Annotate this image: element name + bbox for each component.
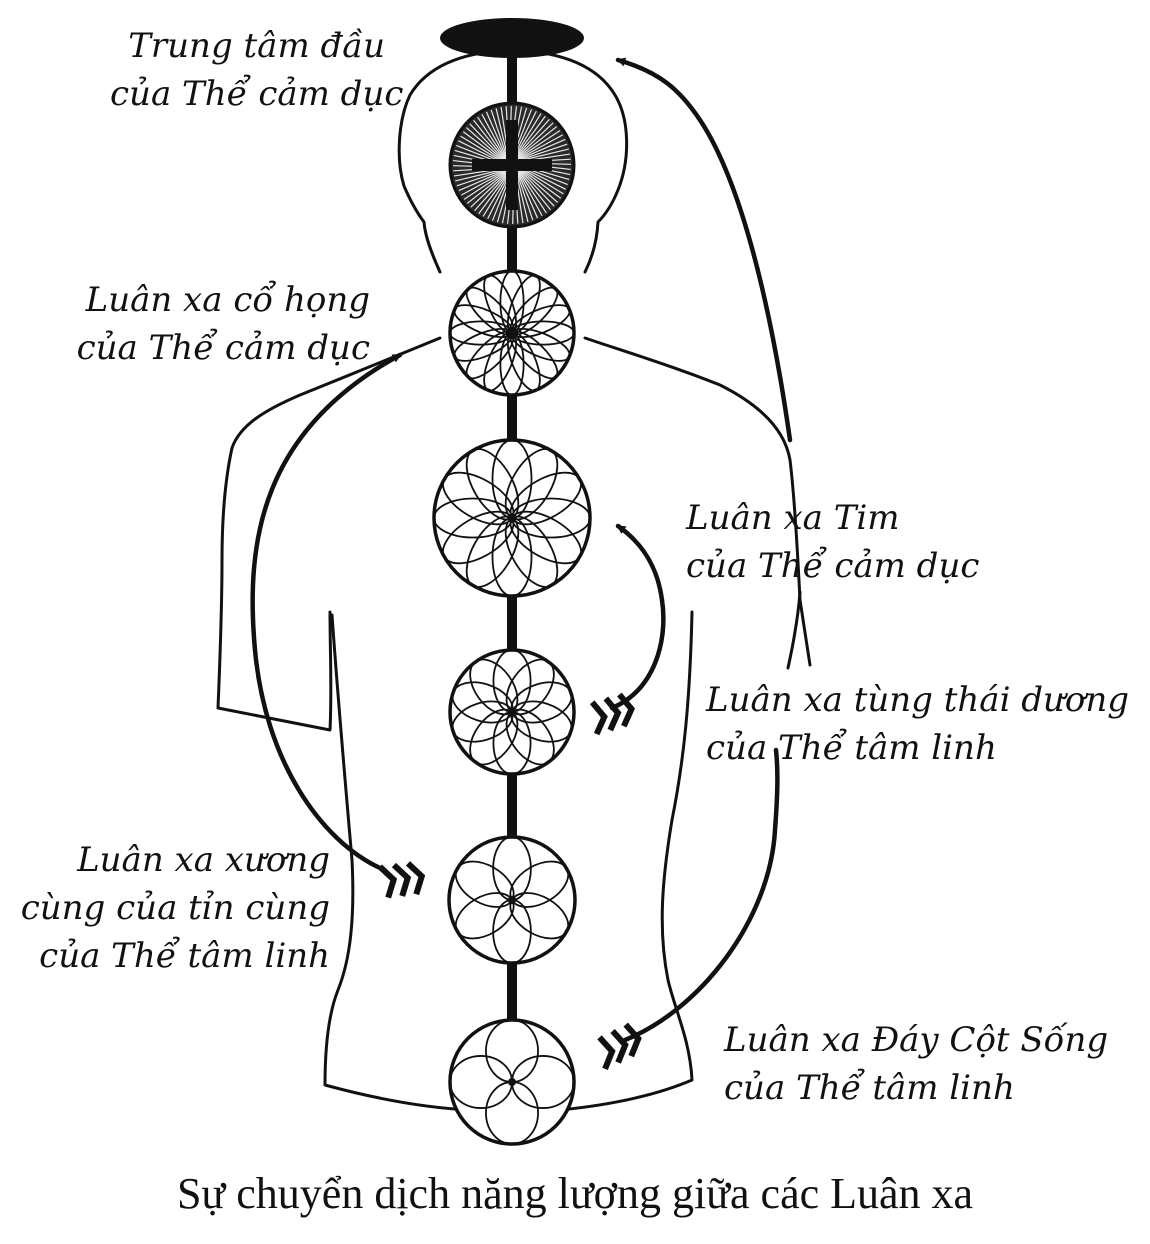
label-throat-line1: Luân xa cổ họng <box>85 280 370 320</box>
chakra-ray <box>473 119 506 161</box>
chakra-ray <box>466 171 508 204</box>
chakra-ray <box>516 171 534 221</box>
chakra-ray <box>516 130 561 160</box>
body-outline <box>216 48 812 1112</box>
arrow-sacral-to-throat <box>250 352 403 871</box>
chakra-ray <box>470 171 509 208</box>
chakra-cross <box>472 120 552 210</box>
right-torso-outline <box>558 610 694 1112</box>
chakra-disc <box>440 18 584 58</box>
chakra-ray <box>485 111 508 160</box>
chakra-ray <box>460 135 505 164</box>
label-throat-line2: của Thể cảm dục <box>76 328 370 368</box>
diagram-caption: Sự chuyển dịch năng lượng giữa các Luân … <box>176 1169 974 1218</box>
left-shoulder-outline <box>216 336 442 732</box>
chakra-center <box>508 1078 516 1086</box>
label-base-line2: của Thể tâm linh <box>724 1068 1015 1108</box>
label-heart: Luân xa Tim của Thể cảm dục <box>686 494 979 590</box>
label-sacral-line3: của Thể tâm linh <box>39 936 330 976</box>
label-head-center: Trung tâm đầu của Thể cảm dục <box>110 22 404 118</box>
chakra-ray <box>518 143 568 161</box>
chakra-ray <box>478 172 510 215</box>
chakra-center <box>508 514 516 522</box>
label-solar-plexus: Luân xa tùng thái dương của Thể tâm linh <box>706 676 1129 772</box>
chakra-center <box>508 708 516 716</box>
chakra-ray <box>481 113 507 160</box>
right-shoulder-outline <box>583 336 812 667</box>
chakra-solar-plexus <box>448 648 576 776</box>
chakra-ray <box>517 170 543 217</box>
tail-sacral <box>377 861 426 899</box>
tail-solar <box>589 692 636 736</box>
energy-arrows <box>250 57 793 1043</box>
chakra-ray <box>518 167 559 203</box>
label-sacral-line1: Luân xa xương <box>77 840 330 880</box>
arrow-base-to-solar <box>622 747 780 1043</box>
arrow-solar-to-head <box>615 57 793 443</box>
chakra-ray <box>518 168 555 207</box>
label-heart-line1: Luân xa Tim <box>686 498 900 538</box>
chakra-ray <box>517 134 564 160</box>
chakra-throat <box>448 269 576 397</box>
label-head-center-line2: của Thể cảm dục <box>110 74 404 114</box>
tail-base <box>597 1022 642 1071</box>
label-base: Luân xa Đáy Cột Sống của Thể tâm linh <box>724 1016 1108 1112</box>
chakra-ray <box>515 122 554 159</box>
label-throat: Luân xa cổ họng của Thể cảm dục <box>60 276 370 372</box>
chakra-ray <box>516 126 558 159</box>
label-solar-plexus-line2: của Thể tâm linh <box>706 728 997 768</box>
chakra-ray <box>519 166 564 195</box>
chakra-ray <box>513 113 542 158</box>
chakra-base <box>448 1018 576 1146</box>
chakras <box>432 18 592 1146</box>
chakra-ray <box>462 131 505 163</box>
chakra-center <box>508 896 516 904</box>
chakra-ajna <box>448 101 576 229</box>
chakra-ray <box>477 116 507 161</box>
left-torso-outline <box>323 613 472 1112</box>
chakra-ray <box>482 172 511 217</box>
chakra-ray <box>460 170 507 196</box>
chakra-heart <box>432 438 592 598</box>
chakra-ray <box>517 169 547 214</box>
chakra-center <box>508 329 516 337</box>
chakra-ray <box>458 169 507 192</box>
label-sacral-line2: cùng của tỉn cùng <box>20 888 330 928</box>
chakra-ray <box>469 123 506 162</box>
chakra-ray <box>518 169 551 211</box>
chakra-ray <box>474 171 510 212</box>
label-heart-line2: của Thể cảm dục <box>686 546 980 586</box>
chakra-ray <box>517 138 566 161</box>
chakra-ray <box>514 115 546 158</box>
chakra-sacral <box>447 835 577 965</box>
chakra-ray <box>490 109 508 159</box>
label-head-center-line1: Trung tâm đầu <box>128 26 385 66</box>
label-sacral: Luân xa xương cùng của tỉn cùng của Thể … <box>20 836 330 980</box>
chakra-ray <box>465 127 506 163</box>
chakra-ray <box>514 118 550 159</box>
right-arm-outline <box>786 590 802 670</box>
chakra-ray <box>456 169 506 187</box>
chakra-ray <box>519 167 562 199</box>
chakra-ray <box>516 170 539 219</box>
chakra-ray <box>463 170 508 200</box>
label-solar-plexus-line1: Luân xa tùng thái dương <box>706 680 1130 720</box>
chakra-head-center <box>440 18 584 58</box>
label-base-line1: Luân xa Đáy Cột Sống <box>724 1020 1109 1060</box>
arrow-solar-to-heart <box>609 523 666 711</box>
arrow-tails <box>377 692 642 1071</box>
